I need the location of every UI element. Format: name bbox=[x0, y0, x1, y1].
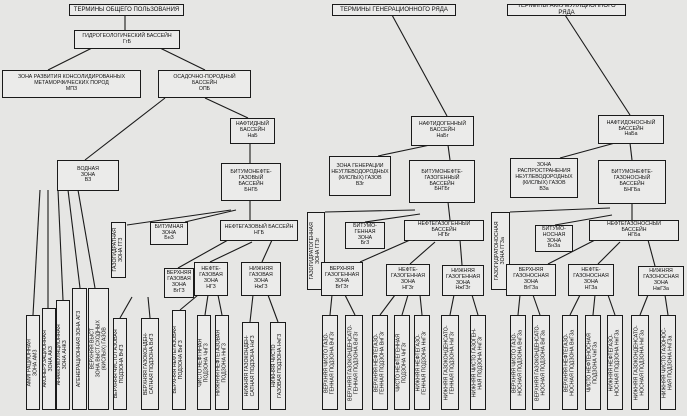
upper-gas-condensate-subzone-node: ВЕРХНЯЯ ГАЗОКОНДЕН- САТНАЯ ПОДЗОНА ВкГЗ bbox=[141, 318, 159, 410]
lower-gas-condensate-bearing-subzone-node: НИЖНЯЯ ГАЗОКОНДЕНСАТО- НОСНАЯ ПОДЗОНА Нк… bbox=[631, 315, 649, 410]
lower-gas-condensate-genic-subzone-node: НИЖНЯЯ ГАЗОКОНДЕНСАТО- ГЕННАЯ ПОДЗОНА Нк… bbox=[441, 315, 459, 410]
oil-gas-genic-basin-node: НЕФТЕГАЗОГЕННЫЙ БАССЕЙН НГБг bbox=[404, 220, 484, 241]
upper-pure-gas-genic-subzone-node: ВЕРХНЯЯ ЧИСТО ГАЗО- ГЕННАЯ ПОДЗОНА ВчГЗг bbox=[322, 315, 338, 410]
lower-pure-gas-genic-subzone-node: НИЖНЯЯ ЧИСТО ГАЗОГЕН- НАЯ ПОДЗОНА НчГЗг bbox=[470, 315, 486, 410]
oil-gas-bearing-zone-node: НЕФТЕ- ГАЗОНОСНАЯ ЗОНА НГЗа bbox=[568, 264, 614, 296]
aconeruzation-zone-node: АКОНЕРУЗАЦИОННАЯ ЗОНА АКЗ bbox=[42, 308, 56, 410]
hydrogeological-basin-node: ГИДРОГЕОЛОГИЧЕСКИЙ БАССЕЙН ГгБ bbox=[74, 30, 180, 49]
upper-acid-gas-zone-node: ВЕРХНЯЯ ВЫСТ ЗОНА ВЫСТ.СХОДНЫХ (КИСЛЫХ) … bbox=[88, 288, 109, 410]
ageneration-zone-node: АГЕНЕРАЦИОННАЯ ЗОНА АГЗ bbox=[72, 288, 87, 410]
gas-hydrate-bearing-zone-node: ГАЗОГИДРАТОНОСНАЯ ЗОНА ГГЗа bbox=[491, 212, 510, 290]
amigration-zone-node: АМИГРАЦИОННАЯ ЗОНА АМЗ bbox=[26, 315, 40, 410]
general-terms-header: ТЕРМИНЫ ОБЩЕГО ПОЛЬЗОВАНИЯ bbox=[69, 4, 184, 16]
lower-gas-zone-node: НИЖНЯЯ ГАЗОВАЯ ЗОНА НжГЗ bbox=[241, 262, 281, 296]
bitumen-oil-gas-genic-basin-node: БИТУМОНЕФТЕ- ГАЗОГЕННЫЙ БАССЕЙН БНГБг bbox=[409, 160, 475, 203]
upper-pure-gas-bearing-subzone-node: ВЕРХНЯЯ ЧИСТО ГАЗО- НОСНАЯ ПОДЗОНА ВчГЗа bbox=[510, 315, 526, 410]
generation-terms-header: ТЕРМИНЫ ГЕНЕРАЦИОННОГО РЯДА bbox=[332, 4, 456, 16]
lower-pure-gas-subzone-node: НИЖНЯЯ ЧИСТО ГАЗОВАЯ ПОДЗОНА НчГЗ bbox=[270, 322, 286, 410]
sedimentary-basin-node: ОСАДОЧНО-ПОРОДНЫЙ БАССЕЙН ОПБ bbox=[158, 70, 251, 98]
bitumen-oil-gas-bearing-basin-node: БИТУМОНЕФТЕ- ГАЗОНОСНЫЙ БАССЕЙН БНГБа bbox=[598, 160, 666, 204]
upper-oil-gas-bearing-subzone-node: ВЕРХНЯЯ НЕФТЕГАЗО- НОСНАЯ ПОДЗОНА ВнГЗа bbox=[562, 315, 578, 410]
upper-oil-gas-genic-subzone-node: ВЕРХНЯЯ НЕФТЕГАЗО- ГЕННАЯ ПОДЗОНА ВнГЗг bbox=[372, 315, 388, 410]
lower-oil-gas-bearing-subzone-node: НИЖНЯЯ НЕФТЕГАЗО- НОСНАЯ ПОДЗОНА НнГЗа bbox=[607, 315, 623, 410]
naphthide-bearing-basin-node: НАФТИДОНОСНЫЙ БАССЕЙН НаБа bbox=[598, 115, 664, 144]
pure-oil-subzone-node: ЧИСТО НЕФТЯНАЯ ПОДЗОНА ЧнГЗ bbox=[197, 315, 211, 410]
acid-gas-distribution-zone-node: ЗОНА РАСПРОСТРАНЕНИЯ НЕУГЛЕВОДОРОДНЫХ (К… bbox=[510, 158, 578, 198]
bitumen-genic-zone-node: БИТУМО- ГЕННАЯ ЗОНА БгЗ bbox=[345, 222, 385, 249]
lower-gas-genic-zone-node: НИЖНЯЯ ГАЗОГЕННАЯ ЗОНА НжГЗг bbox=[442, 265, 484, 296]
water-zone-node: ВОДНАЯ ЗОНА ВЗ bbox=[57, 160, 119, 191]
gas-hydrate-zone-node: ГАЗОГИДРАТНАЯ ЗОНА ГГЗ bbox=[111, 222, 126, 278]
pure-oil-bearing-subzone-node: ЧИСТО НЕФТЕНОСНАЯ ПОДЗОНА ЧнГЗа bbox=[585, 315, 601, 410]
oil-gas-zone-node: НЕФТЕ- ГАЗОВАЯ ЗОНА НГЗ bbox=[194, 262, 228, 296]
upper-gas-bearing-zone-node: ВЕРХНЯЯ ГАЗОНОСНАЯ ЗОНА ВгГЗа bbox=[506, 264, 556, 296]
upper-gas-zone-node: ВЕРХНЯЯ ГАЗОВАЯ ЗОНА ВгГЗ bbox=[164, 268, 194, 298]
pure-oil-genic-subzone-node: ЧИСТО НЕФТЕГЕННАЯ ПОДЗОНА ЧнГЗг bbox=[394, 315, 410, 410]
bitumen-bearing-zone-node: БИТУМО- НОСНАЯ ЗОНА БнЗа bbox=[535, 225, 573, 252]
upper-gas-condensate-bearing-subzone-node: ВЕРХНЯЯ ГАЗОКОНДЕНСАТО- НОСНАЯ ПОДЗОНА В… bbox=[532, 315, 550, 410]
oil-gas-bearing-basin-node: НЕФТЕГАЗОНОСНЫЙ БАССЕЙН НГБа bbox=[589, 220, 679, 241]
lower-pure-gas-bearing-subzone-node: НИЖНЯЯ ЧИСТО ГАЗОНОС- НАЯ ПОДЗОНА НчГЗа bbox=[660, 315, 676, 410]
gas-hydrate-genic-zone-node: ГАЗОГИДРАТОГЕННАЯ ЗОНА ГГЗг bbox=[307, 212, 325, 290]
bitumen-oil-gas-basin-node: БИТУМОНЕФТЕ- ГАЗОВЫЙ БАССЕЙН БНГБ bbox=[221, 163, 281, 201]
upper-oil-gas-subzone-node: ВЕРХНЯЯ НЕФТЕГАЗОВАЯ ПОДЗОНА ВнГЗ bbox=[172, 310, 186, 410]
naphthidogenic-basin-node: НАФТИДОГЕННЫЙ БАССЕЙН НаБг bbox=[411, 116, 474, 146]
lower-gas-condensate-subzone-node: НИЖНЯЯ ГАЗОКОНДЕН- САТНАЯ ПОДЗОНА НкГЗ bbox=[242, 322, 259, 410]
bitumen-zone-node: БИТУМНАЯ ЗОНА БнЗ bbox=[150, 222, 188, 245]
lower-gas-bearing-zone-node: НИЖНЯЯ ГАЗОНОСНАЯ ЗОНА НжГЗа bbox=[638, 266, 684, 296]
anaccumulation-zone-node: АНАККУМУЛЯЦИОННАЯ ЗОНА АНКЗ bbox=[56, 300, 70, 410]
lower-oil-gas-subzone-node: НИЖНЯЯ НЕФТЕГАЗОВАЯ ПОДЗОНА НнГЗ bbox=[215, 315, 229, 410]
oil-gas-basin-node: НЕФТЕГАЗОВЫЙ БАССЕЙН НГБ bbox=[220, 220, 298, 241]
upper-pure-gas-subzone-node: ВЕРХНЯЯ ЧИСТО ГАЗОВАЯ ПОДЗОНА ВчГЗ bbox=[113, 318, 127, 410]
upper-gas-condensate-genic-subzone-node: ВЕРХНЯЯ ГАЗОКОНДЕНСАТО- ГЕННАЯ ПОДЗОНА В… bbox=[345, 315, 363, 410]
lower-oil-gas-genic-subzone-node: НИЖНЯЯ НЕФТЕГАЗО- ГЕННАЯ ПОДЗОНА НнГЗг bbox=[414, 315, 430, 410]
oil-gas-genic-zone-node: НЕФТЕ- ГАЗОГЕННАЯ ЗОНА НГЗг bbox=[386, 264, 430, 296]
accumulation-terms-header: ТЕРМИНЫ АККУМУЛЯЦИОННОГО РЯДА bbox=[507, 4, 626, 16]
naphthide-basin-node: НАФТИДНЫЙ БАССЕЙН НаБ bbox=[230, 118, 275, 144]
upper-gas-genic-zone-node: ВЕРХНЯЯ ГАЗОГЕННАЯ ЗОНА ВгГЗг bbox=[321, 262, 363, 296]
metamorphic-zone-node: ЗОНА РАЗВИТИЯ КОНСОЛИДИРОВАННЫХ МЕТАМОРФ… bbox=[2, 70, 141, 98]
acid-gas-generation-zone-node: ЗОНА ГЕНЕРАЦИИ НЕУГЛЕВОДОРОДНЫХ (КИСЛЫХ)… bbox=[329, 156, 391, 196]
